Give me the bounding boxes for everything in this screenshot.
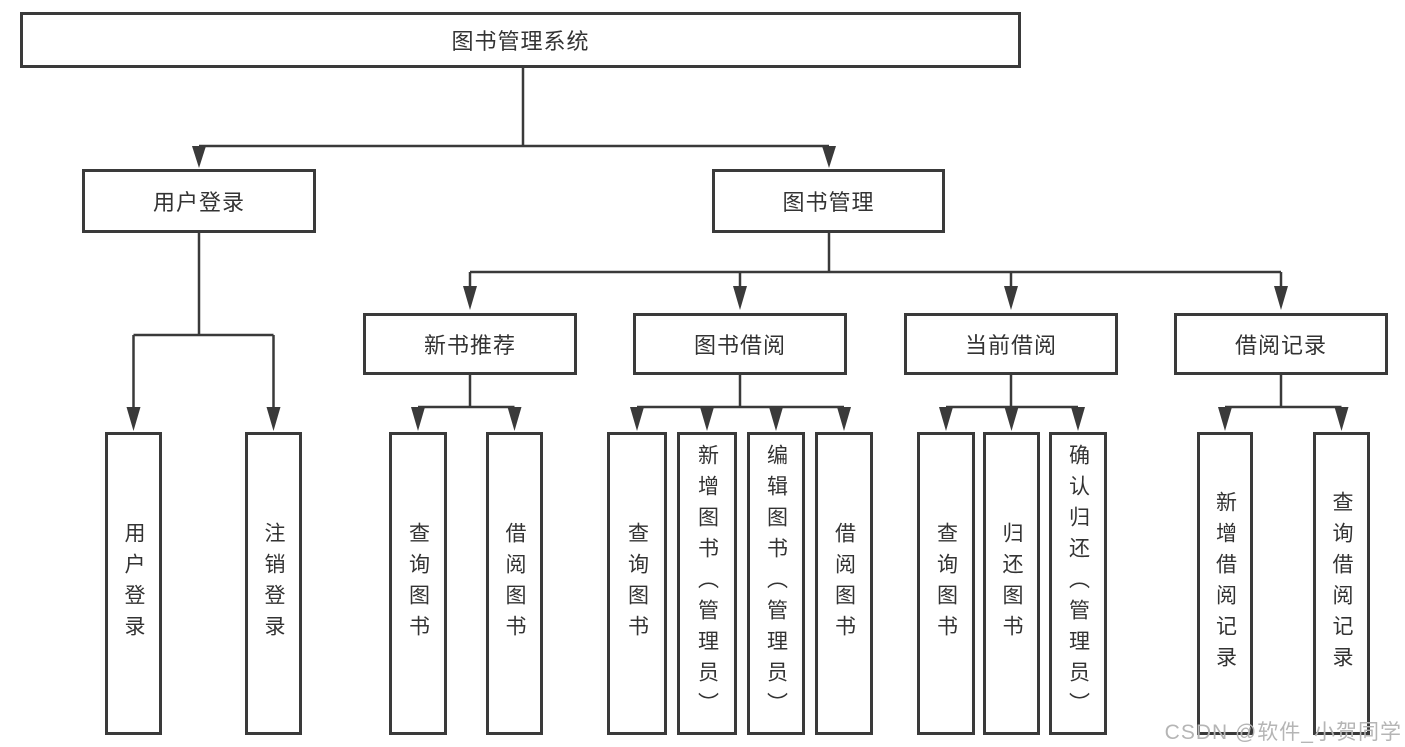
leaf-borrow-books-recommend-label: 借阅图书 [503,521,526,646]
node-user-login-label: 用户登录 [152,190,245,215]
csdn-watermark: CSDN @软件_小贺同学 [1164,721,1402,744]
leaf-query-books-recommend: 查询图书 [389,432,447,735]
leaf-borrow-books-label: 借阅图书 [832,521,856,646]
leaf-add-books-admin-label: 新增图书（管理员） [695,444,719,723]
leaf-edit-books-admin: 编辑图书（管理员） [747,432,805,735]
leaf-query-borrow-record: 查询借阅记录 [1313,432,1370,735]
leaf-user-login: 用户登录 [105,432,162,735]
leaf-borrow-books-recommend: 借阅图书 [486,432,543,735]
leaf-edit-books-admin-label: 编辑图书（管理员） [764,444,788,723]
leaf-query-books-recommend-label: 查询图书 [406,521,430,646]
node-borrow-records: 借阅记录 [1174,313,1388,375]
node-current-borrow: 当前借阅 [904,313,1118,375]
leaf-confirm-return-admin: 确认归还（管理员） [1049,432,1107,735]
leaf-user-login-label: 用户登录 [122,521,145,646]
node-book-management: 图书管理 [712,169,945,233]
leaf-add-borrow-record: 新增借阅记录 [1197,432,1253,735]
node-current-borrow-label: 当前借阅 [964,333,1057,358]
leaf-query-borrow-record-label: 查询借阅记录 [1330,490,1353,677]
node-new-book-recommend-label: 新书推荐 [423,333,516,358]
leaf-query-books-borrow-label: 查询图书 [625,521,649,646]
node-book-management-label: 图书管理 [782,190,875,215]
node-book-borrow: 图书借阅 [633,313,847,375]
leaf-confirm-return-admin-label: 确认归还（管理员） [1066,444,1090,723]
node-library-system-label: 图书管理系统 [451,29,590,54]
node-borrow-records-label: 借阅记录 [1234,333,1327,358]
leaf-add-books-admin: 新增图书（管理员） [677,432,737,735]
leaf-logout-login-label: 注销登录 [262,521,285,646]
leaf-borrow-books: 借阅图书 [815,432,873,735]
leaf-query-books-current: 查询图书 [917,432,975,735]
node-book-borrow-label: 图书借阅 [693,333,786,358]
leaf-logout-login: 注销登录 [245,432,302,735]
node-user-login: 用户登录 [82,169,316,233]
node-new-book-recommend: 新书推荐 [363,313,577,375]
leaf-return-books: 归还图书 [983,432,1040,735]
leaf-add-borrow-record-label: 新增借阅记录 [1213,490,1237,677]
arrowheads [126,146,1349,431]
node-library-system: 图书管理系统 [20,12,1021,68]
leaf-return-books-label: 归还图书 [1000,521,1023,646]
leaf-query-books-borrow: 查询图书 [607,432,667,735]
leaf-query-books-current-label: 查询图书 [934,521,958,646]
